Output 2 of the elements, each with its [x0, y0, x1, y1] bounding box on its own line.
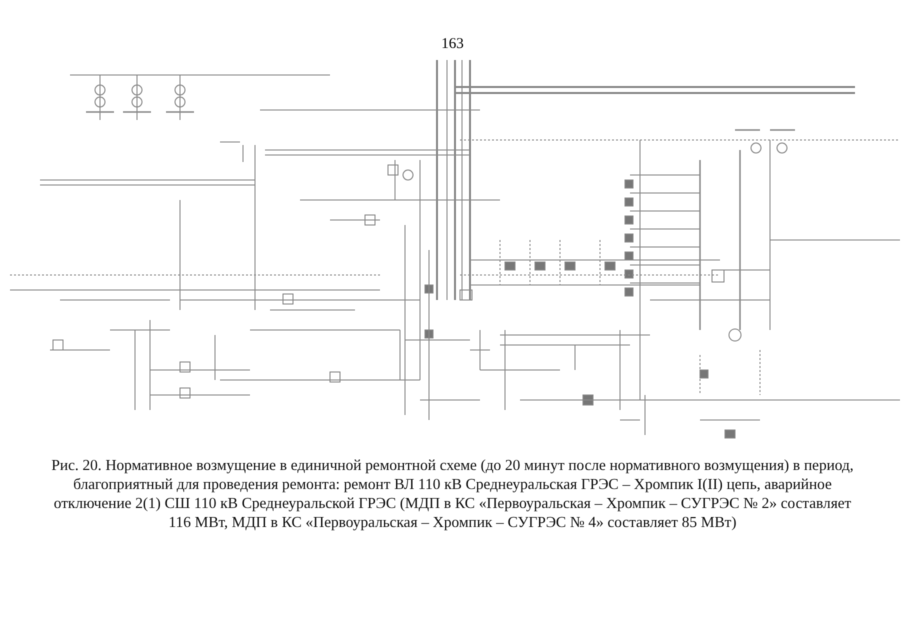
figure-caption: Рис. 20. Нормативное возмущение в единичной ремонтной схеме (до 20 минут после нормативного возмущения) в период, благоприятный для проведения ремонта: ремонт ВЛ 110 кВ Среднеуральская ГРЭС – Хромпик I(II) цепь, аварийное отключение 2(1) СШ 110 кВ Среднеуральской ГРЭС (МДП в КС «Первоуральская – Хромпик – СУГРЭС № 2» составляет 116 МВт, МДП в КС «Первоуральская – Хромпик – СУГРЭС № 4» составляет 85 МВт) — [50, 456, 855, 532]
page-number: 163 — [441, 36, 464, 53]
